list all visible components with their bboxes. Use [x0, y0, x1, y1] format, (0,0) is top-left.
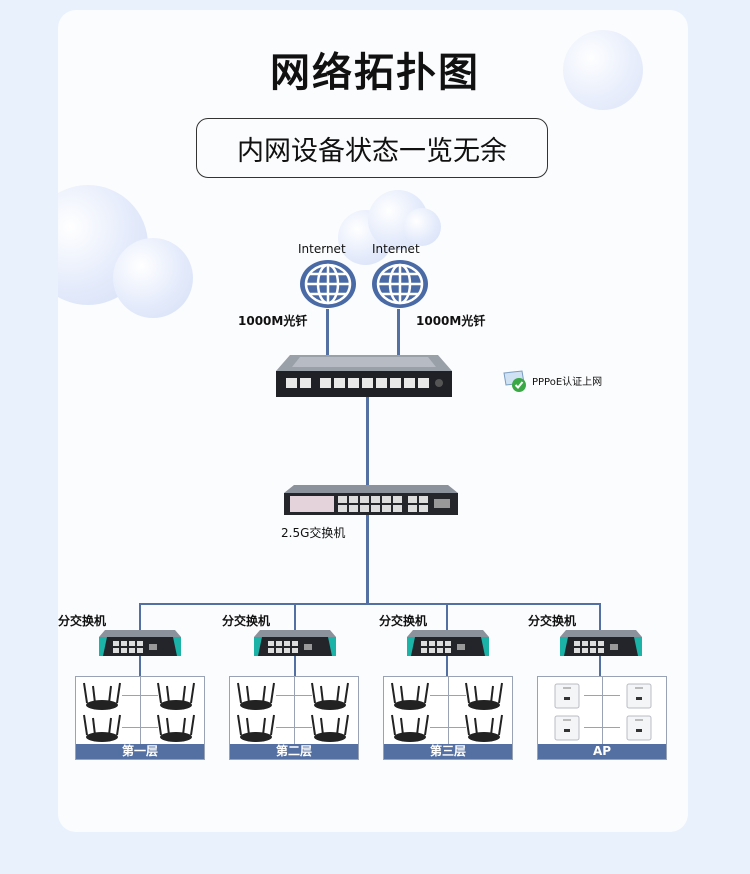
- link-line: [446, 603, 448, 633]
- router-icon: [391, 682, 429, 710]
- branch-switch-label-1: 分交换机: [58, 614, 107, 628]
- link-line: [397, 309, 400, 357]
- switch-icon: [254, 630, 336, 656]
- router-icon: [83, 682, 121, 710]
- link-line: [446, 655, 448, 677]
- floor-panel-1: 第一层: [75, 676, 205, 760]
- router-icon: [465, 682, 503, 710]
- router-icon: [311, 714, 349, 742]
- connector-line: [140, 677, 141, 745]
- link-line: [294, 655, 296, 677]
- connector-line: [294, 677, 295, 745]
- globe-icon: [300, 260, 356, 308]
- floor-label-2: 第二层: [230, 744, 358, 759]
- core-switch-label: 2.5G交换机: [281, 526, 346, 540]
- branch-switch-label-4: 分交换机: [528, 614, 577, 628]
- link-line: [599, 603, 601, 633]
- link-line: [139, 603, 601, 605]
- floor-panel-2: 第二层: [229, 676, 359, 760]
- router-icon: [237, 714, 275, 742]
- connector-line: [448, 677, 449, 745]
- link-line: [139, 603, 141, 633]
- floor-panel-3: 第三层: [383, 676, 513, 760]
- floor-label-1: 第一层: [76, 744, 204, 759]
- link-line: [366, 514, 369, 604]
- branch-switch-label-2: 分交换机: [222, 614, 271, 628]
- router-icon: [83, 714, 121, 742]
- decor-cloud-top-right: [563, 30, 643, 110]
- internet-label-2: Internet: [372, 242, 420, 256]
- globe-icon: [372, 260, 428, 308]
- access-point-icon: [626, 715, 652, 741]
- router-icon: [237, 682, 275, 710]
- link-line: [366, 396, 369, 486]
- access-point-icon: [626, 683, 652, 709]
- router-icon: [465, 714, 503, 742]
- switch-icon: [560, 630, 642, 656]
- floor-label-ap: AP: [538, 744, 666, 759]
- branch-switch-label-3: 分交换机: [379, 614, 428, 628]
- router-icon: [276, 355, 452, 397]
- subtitle-box: 内网设备状态一览无余: [196, 118, 548, 178]
- router-icon: [391, 714, 429, 742]
- access-point-icon: [554, 683, 580, 709]
- decor-cloud-left-2: [113, 238, 193, 318]
- connector-line: [602, 677, 603, 745]
- switch-icon: [407, 630, 489, 656]
- access-point-icon: [554, 715, 580, 741]
- fiber-link-label-1: 1000M光钎: [238, 314, 308, 328]
- router-icon: [157, 714, 195, 742]
- floor-panel-ap: AP: [537, 676, 667, 760]
- page-title: 网络拓扑图: [270, 50, 480, 96]
- internet-label-1: Internet: [298, 242, 346, 256]
- link-line: [294, 603, 296, 633]
- switch-icon: [99, 630, 181, 656]
- link-line: [326, 309, 329, 357]
- link-line: [139, 655, 141, 677]
- router-icon: [311, 682, 349, 710]
- subtitle-text: 内网设备状态一览无余: [237, 135, 507, 167]
- router-icon: [157, 682, 195, 710]
- fiber-link-label-2: 1000M光钎: [416, 314, 486, 328]
- pppoe-auth-icon: [503, 370, 526, 392]
- pppoe-label: PPPoE认证上网: [532, 377, 603, 388]
- floor-label-3: 第三层: [384, 744, 512, 759]
- link-line: [599, 655, 601, 677]
- core-switch-icon: [284, 485, 458, 515]
- decor-cloud-center-3: [403, 208, 441, 246]
